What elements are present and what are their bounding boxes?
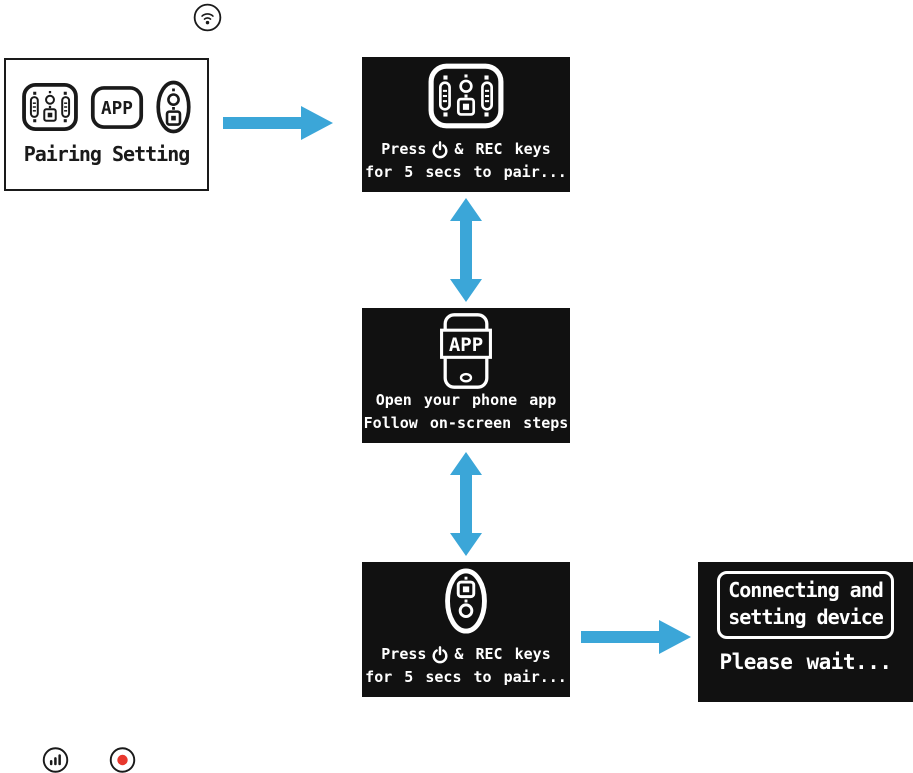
lcd-screen-receiver-pairing: Press & REC keys for 5 secs to pair...	[362, 57, 570, 192]
please-wait-text: Please wait...	[719, 650, 892, 674]
lcd-screen-app: APP Open your phone app Follow on-screen…	[362, 308, 570, 443]
app-icon-label: APP	[101, 99, 133, 119]
instruction-line-2: Follow on-screen steps	[363, 414, 569, 432]
connecting-line-1: Connecting and	[728, 578, 884, 602]
receiver-instructions: Press & REC keys for 5 secs to pair...	[365, 138, 567, 184]
phone-app-icon: APP	[440, 313, 492, 389]
receiver-icon	[428, 63, 504, 129]
app-icon-label: APP	[449, 334, 483, 356]
rec-keys-label: & REC keys	[454, 140, 551, 158]
press-label: Press	[381, 140, 427, 158]
receiver-icon	[22, 82, 78, 132]
press-label: Press	[381, 645, 427, 663]
instruction-line-1: Press & REC keys	[365, 643, 567, 666]
transmitter-icon	[156, 80, 191, 134]
flow-arrow-right-1	[223, 106, 333, 140]
instruction-line-1: Press & REC keys	[365, 138, 567, 161]
signal-strength-icon	[42, 747, 69, 773]
instruction-line-1: Open your phone app	[375, 391, 557, 409]
instruction-line-2: for 5 secs to pair...	[365, 163, 567, 181]
instruction-line-2: for 5 secs to pair...	[365, 668, 567, 686]
lcd-screen-connecting: Connecting and setting device Please wai…	[698, 562, 913, 702]
app-icon: APP	[90, 85, 144, 129]
lcd-screen-transmitter-pairing: Press & REC keys for 5 secs to pair...	[362, 562, 570, 697]
connecting-line-2: setting device	[728, 605, 884, 629]
wifi-icon	[193, 3, 222, 32]
pairing-menu-screen: APP Pairing Setting	[4, 58, 209, 191]
transmitter-instructions: Press & REC keys for 5 secs to pair...	[365, 643, 567, 689]
app-instructions: Open your phone app Follow on-screen ste…	[364, 389, 569, 435]
rec-keys-label: & REC keys	[454, 645, 551, 663]
pairing-menu-title: Pairing Setting	[23, 142, 191, 166]
power-button-icon	[432, 645, 448, 663]
flow-arrow-vertical-2	[450, 452, 482, 556]
power-button-icon	[432, 140, 448, 158]
transmitter-icon	[445, 568, 487, 634]
flow-arrow-vertical-1	[450, 198, 482, 302]
pairing-menu-icon-row: APP	[21, 77, 192, 137]
connecting-message-box: Connecting and setting device	[717, 571, 894, 639]
record-icon	[109, 747, 136, 773]
flow-arrow-right-2	[581, 620, 691, 654]
